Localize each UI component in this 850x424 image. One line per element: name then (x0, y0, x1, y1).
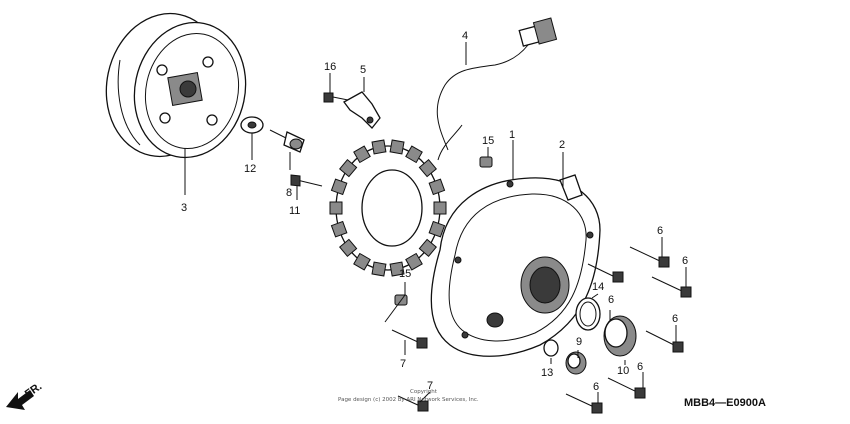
small-bolt-part (323, 92, 349, 103)
stator-tooth (339, 238, 358, 258)
bolt-6e (607, 377, 646, 399)
label-part-6d: 6 (672, 313, 678, 325)
bolt-7a (391, 329, 428, 349)
cover-bolts (391, 246, 692, 414)
stator-tooth (339, 158, 358, 178)
stator-tooth (371, 139, 387, 155)
left-crankcase-cover (430, 174, 601, 357)
stator-tooth (329, 201, 343, 215)
bolt-6a (629, 246, 670, 268)
bolt-6b (651, 276, 692, 298)
copyright-line: Page design (c) 2002 by ARI Network Serv… (338, 397, 479, 403)
stator-tooth (428, 178, 446, 196)
stator-tooth (330, 220, 348, 238)
label-part-1: 1 (509, 129, 515, 141)
o-ring-part (575, 297, 601, 331)
washer-part (240, 116, 264, 134)
small-o-ring-part (543, 339, 559, 357)
long-bolt-part (290, 174, 323, 187)
stator-tooth (371, 261, 387, 277)
label-part-4: 4 (462, 30, 468, 42)
label-part-8: 8 (286, 187, 292, 199)
stator-tooth (353, 252, 371, 271)
label-part-2: 2 (559, 139, 565, 151)
label-part-6e: 6 (637, 361, 643, 373)
bolt-6f (565, 393, 603, 414)
label-part-3: 3 (181, 202, 187, 214)
label-part-13: 13 (541, 367, 553, 379)
label-part-12: 12 (244, 163, 256, 175)
label-part-15b: 15 (399, 268, 411, 280)
stator-tooth (418, 158, 437, 178)
flywheel-part (105, 12, 247, 159)
flange-bolt-part (269, 129, 305, 153)
label-part-10: 10 (617, 365, 629, 377)
stator-tooth (330, 178, 348, 196)
label-part-7b: 7 (427, 380, 433, 392)
label-part-14: 14 (592, 281, 604, 293)
label-part-15a: 15 (482, 135, 494, 147)
label-part-11: 11 (289, 205, 300, 217)
diagram-code: MBB4—E0900A (684, 397, 766, 409)
label-part-16: 16 (324, 61, 336, 73)
dowel-pin-upper (479, 156, 493, 168)
stator-tooth (418, 238, 437, 258)
bolt-7b (397, 395, 429, 412)
label-part-7a: 7 (400, 358, 406, 370)
stator-tooth (433, 201, 447, 215)
label-part-5: 5 (360, 64, 366, 76)
label-part-9: 9 (576, 336, 582, 348)
stator-tooth (405, 252, 423, 271)
cap-part (603, 315, 637, 357)
label-part-6c: 6 (608, 294, 614, 306)
wire-harness-part (436, 17, 558, 161)
stator-tooth (389, 261, 405, 277)
front-direction-arrow: FR. (6, 380, 44, 410)
stator-tooth (405, 145, 423, 164)
copyright-title: Copyright (410, 389, 438, 395)
stator-part (329, 139, 447, 277)
plug-part (565, 351, 587, 375)
bracket-part (343, 91, 381, 129)
label-part-6a: 6 (657, 225, 663, 237)
bolt-6c (587, 263, 624, 283)
label-part-6b: 6 (682, 255, 688, 267)
bolt-6d (645, 330, 684, 353)
stator-tooth (353, 145, 371, 164)
leader-lines (184, 42, 687, 403)
stator-tooth (428, 220, 446, 238)
label-part-6f: 6 (593, 381, 599, 393)
stator-tooth (389, 139, 405, 155)
